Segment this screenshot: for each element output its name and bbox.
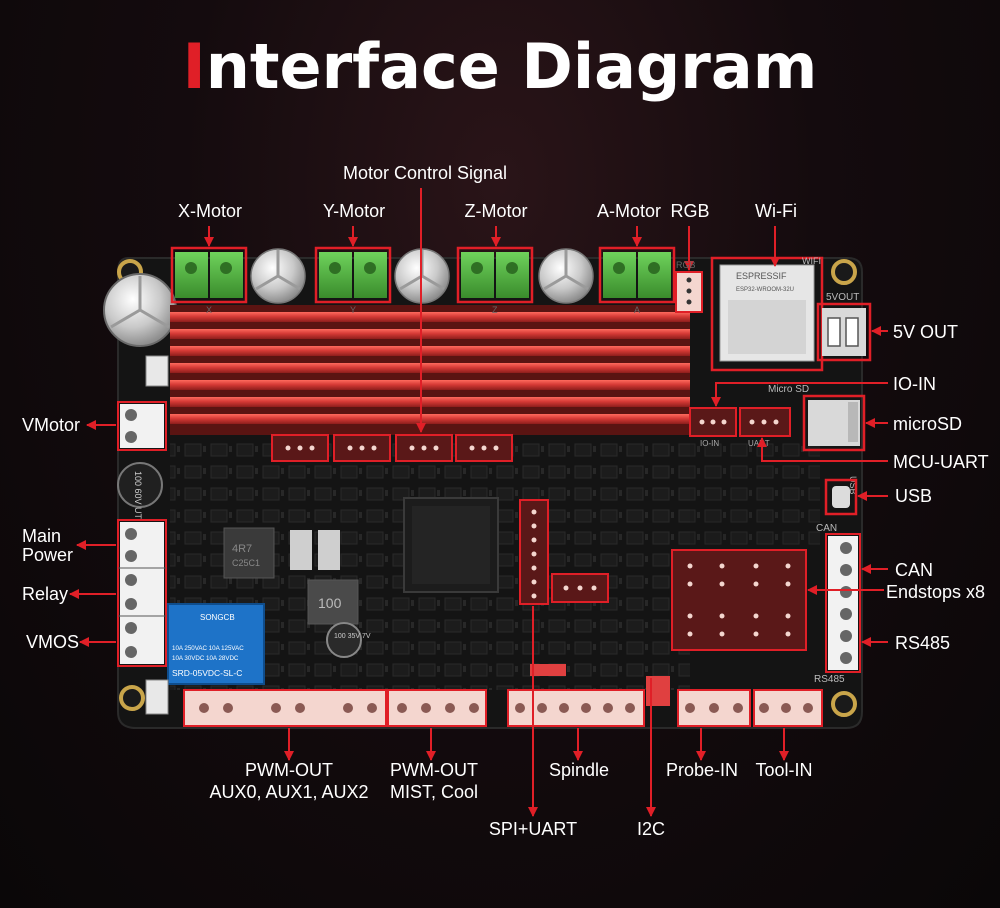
esp-model-text: ESP32-WROOM-32U	[736, 287, 794, 293]
label-motor-control-signal: Motor Control Signal	[343, 163, 507, 183]
label-wifi: Wi-Fi	[755, 201, 797, 221]
label-z-motor: Z-Motor	[465, 201, 528, 221]
label-microsd: microSD	[893, 414, 962, 434]
label-rs485: RS485	[895, 633, 950, 653]
label-main-power-2: Power	[22, 545, 73, 565]
label-io-in: IO-IN	[893, 374, 936, 394]
motor-silk-letters: X Y Z A RGB	[206, 260, 696, 315]
label-a-motor: A-Motor	[597, 201, 661, 221]
motor-x-silk: X	[206, 305, 212, 315]
label-pwm-out-mist-2: MIST, Cool	[390, 782, 478, 802]
motor-terminal-z[interactable]	[456, 246, 534, 304]
rs485-silk-text: RS485	[814, 674, 845, 685]
relay-line2-text: 10A 30VDC 10A 28VDC	[172, 655, 239, 662]
motor-terminal-x[interactable]	[170, 246, 248, 304]
callout-lines	[69, 188, 888, 817]
wifi-silk-text: WIFI	[802, 256, 821, 266]
heatsink	[170, 305, 690, 435]
left-cap-text: 100 60V UT	[133, 471, 143, 520]
io-in-silk-text: IO-IN	[700, 439, 719, 448]
title-accent-letter: I	[182, 30, 206, 103]
motor-terminal-a[interactable]	[598, 246, 676, 304]
relay-model-text: SRD-05VDC-SL-C	[172, 668, 242, 678]
microsd-slot[interactable]: Micro SD	[768, 384, 866, 452]
label-spindle: Spindle	[549, 760, 609, 780]
label-pwm-out-aux-1: PWM-OUT	[245, 760, 333, 780]
motor-signal-headers[interactable]	[271, 434, 513, 462]
label-rgb: RGB	[670, 201, 709, 221]
label-mcu-uart: MCU-UART	[893, 452, 989, 472]
label-relay: Relay	[22, 584, 68, 604]
inductor-100-text: 100	[318, 595, 342, 611]
five-v-out-port[interactable]: 5VOUT	[816, 292, 872, 362]
bulk-capacitor	[103, 273, 177, 347]
label-vmos: VMOS	[26, 632, 79, 652]
spi-uart-header[interactable]	[519, 499, 609, 605]
mcu-chip	[403, 497, 499, 593]
small-capacitor: 100 35V 7V	[326, 622, 371, 658]
inductor-code-text: C25C1	[232, 558, 260, 568]
label-endstops: Endstops x8	[886, 582, 985, 602]
endstop-headers[interactable]	[671, 549, 807, 651]
wifi-module[interactable]: ESPRESSIF ESP32-WROOM-32U WIFI	[710, 256, 824, 372]
left-capacitor: 100 60V UT	[117, 462, 163, 520]
label-5v-out: 5V OUT	[893, 322, 958, 342]
label-x-motor: X-Motor	[178, 201, 242, 221]
left-terminals[interactable]	[117, 401, 167, 667]
motor-y-silk: Y	[350, 305, 356, 315]
jst-connectors	[145, 355, 169, 715]
motor-a-silk: A	[634, 305, 640, 315]
five-vout-silk-text: 5VOUT	[826, 292, 859, 303]
motor-terminal-y[interactable]	[314, 246, 392, 304]
title-text: nterface Diagram	[205, 30, 818, 103]
mounting-holes	[117, 259, 857, 717]
label-tool-in: Tool-IN	[755, 760, 812, 780]
can-rs485-terminals[interactable]: CAN RS485	[814, 523, 861, 685]
inductor-4r7-text: 4R7	[232, 543, 252, 555]
io-in-header[interactable]: IO-IN	[689, 407, 737, 448]
motor-z-silk: Z	[492, 305, 498, 315]
label-main-power-1: Main	[22, 526, 61, 546]
label-can: CAN	[895, 560, 933, 580]
micro-sd-silk-text: Micro SD	[768, 384, 809, 395]
relay: SONGCB 10A 250VAC 10A 125VAC 10A 30VDC 1…	[167, 603, 265, 685]
label-pwm-out-mist-1: PWM-OUT	[390, 760, 478, 780]
relay-line1-text: 10A 250VAC 10A 125VAC	[172, 645, 244, 652]
label-usb: USB	[895, 486, 932, 506]
bottom-terminals[interactable]	[183, 689, 823, 727]
usb-silk-text: USB	[848, 476, 858, 495]
label-vmotor: VMotor	[22, 415, 80, 435]
relay-brand-text: SONGCB	[200, 613, 235, 622]
page-title: Interface Diagram	[0, 30, 1000, 103]
inductors: 4R7 C25C1 100	[223, 527, 359, 625]
rgb-header[interactable]	[675, 271, 703, 313]
label-pwm-out-aux-2: AUX0, AUX1, AUX2	[209, 782, 368, 802]
can-silk-text: CAN	[816, 523, 837, 534]
esp-brand-text: ESPRESSIF	[736, 271, 787, 281]
label-i2c: I2C	[637, 819, 665, 839]
small-cap-text: 100 35V 7V	[334, 633, 371, 640]
label-probe-in: Probe-IN	[666, 760, 738, 780]
uart-silk-text: UART	[748, 439, 770, 448]
rgb-silk: RGB	[676, 260, 696, 270]
label-y-motor: Y-Motor	[323, 201, 385, 221]
label-spi-uart: SPI+UART	[489, 819, 577, 839]
callout-labels: Motor Control Signal X-Motor Y-Motor Z-M…	[22, 163, 989, 839]
usb-port[interactable]: USB	[824, 476, 858, 516]
